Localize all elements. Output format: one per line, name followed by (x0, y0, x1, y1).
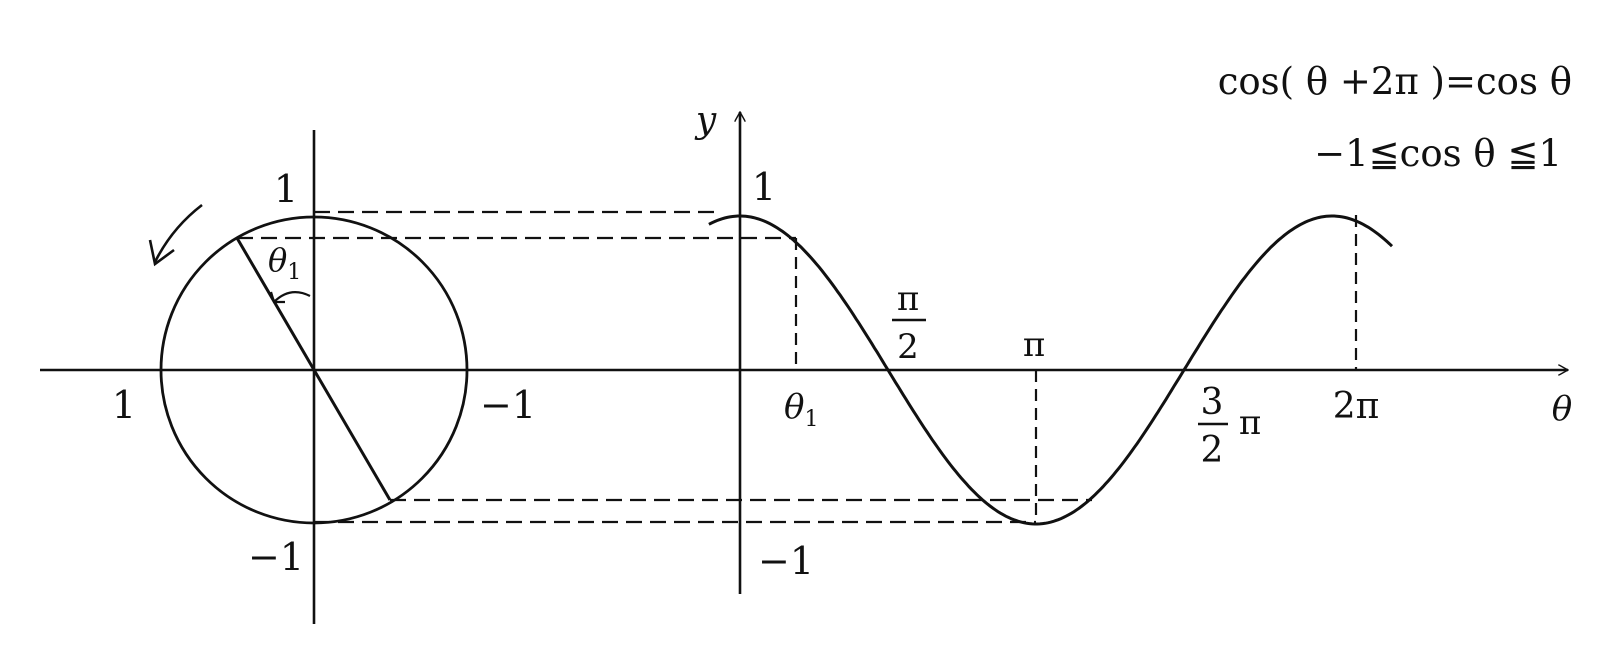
circle-label-top: 1 (274, 167, 298, 211)
tick-three-half-pi: π (1239, 403, 1261, 443)
angle-arc-arrow-icon (269, 291, 285, 304)
periodicity-formula: cos( θ +2π )=cos θ (1218, 60, 1572, 103)
y-axis-label: y (694, 100, 717, 141)
angle-theta1-label: θ1 (268, 241, 301, 285)
rotation-arrow-icon (148, 239, 175, 267)
tick-two-pi: 2π (1333, 386, 1380, 427)
projection-lines (237, 210, 1358, 524)
tick-three-half-denominator: 2 (1201, 430, 1224, 471)
tick-half-pi-denominator: 2 (897, 327, 919, 367)
y-tick-top: 1 (752, 165, 776, 209)
tick-three-half-numerator: 3 (1201, 382, 1224, 423)
range-formula: −1≦cos θ ≦1 (1314, 132, 1562, 175)
tick-pi: π (1023, 325, 1045, 365)
tick-half-pi-numerator: π (897, 279, 919, 319)
rotation-arc (153, 203, 203, 263)
tick-theta1: θ1 (784, 387, 818, 432)
cosine-curve (708, 214, 1394, 526)
tick-three-half-pi: 3 2 π (1198, 382, 1261, 471)
circle-label-left: 1 (112, 383, 136, 427)
radius-diameter (235, 237, 392, 501)
tick-half-pi: π 2 (892, 279, 926, 367)
theta-axis-label: θ (1552, 389, 1572, 429)
angle-arc (273, 291, 311, 303)
y-tick-bottom: −1 (758, 539, 814, 583)
unit-circle-group: 1 −1 1 −1 θ1 (112, 130, 536, 624)
circle-label-right: −1 (480, 383, 536, 427)
circle-label-bottom: −1 (248, 535, 304, 579)
